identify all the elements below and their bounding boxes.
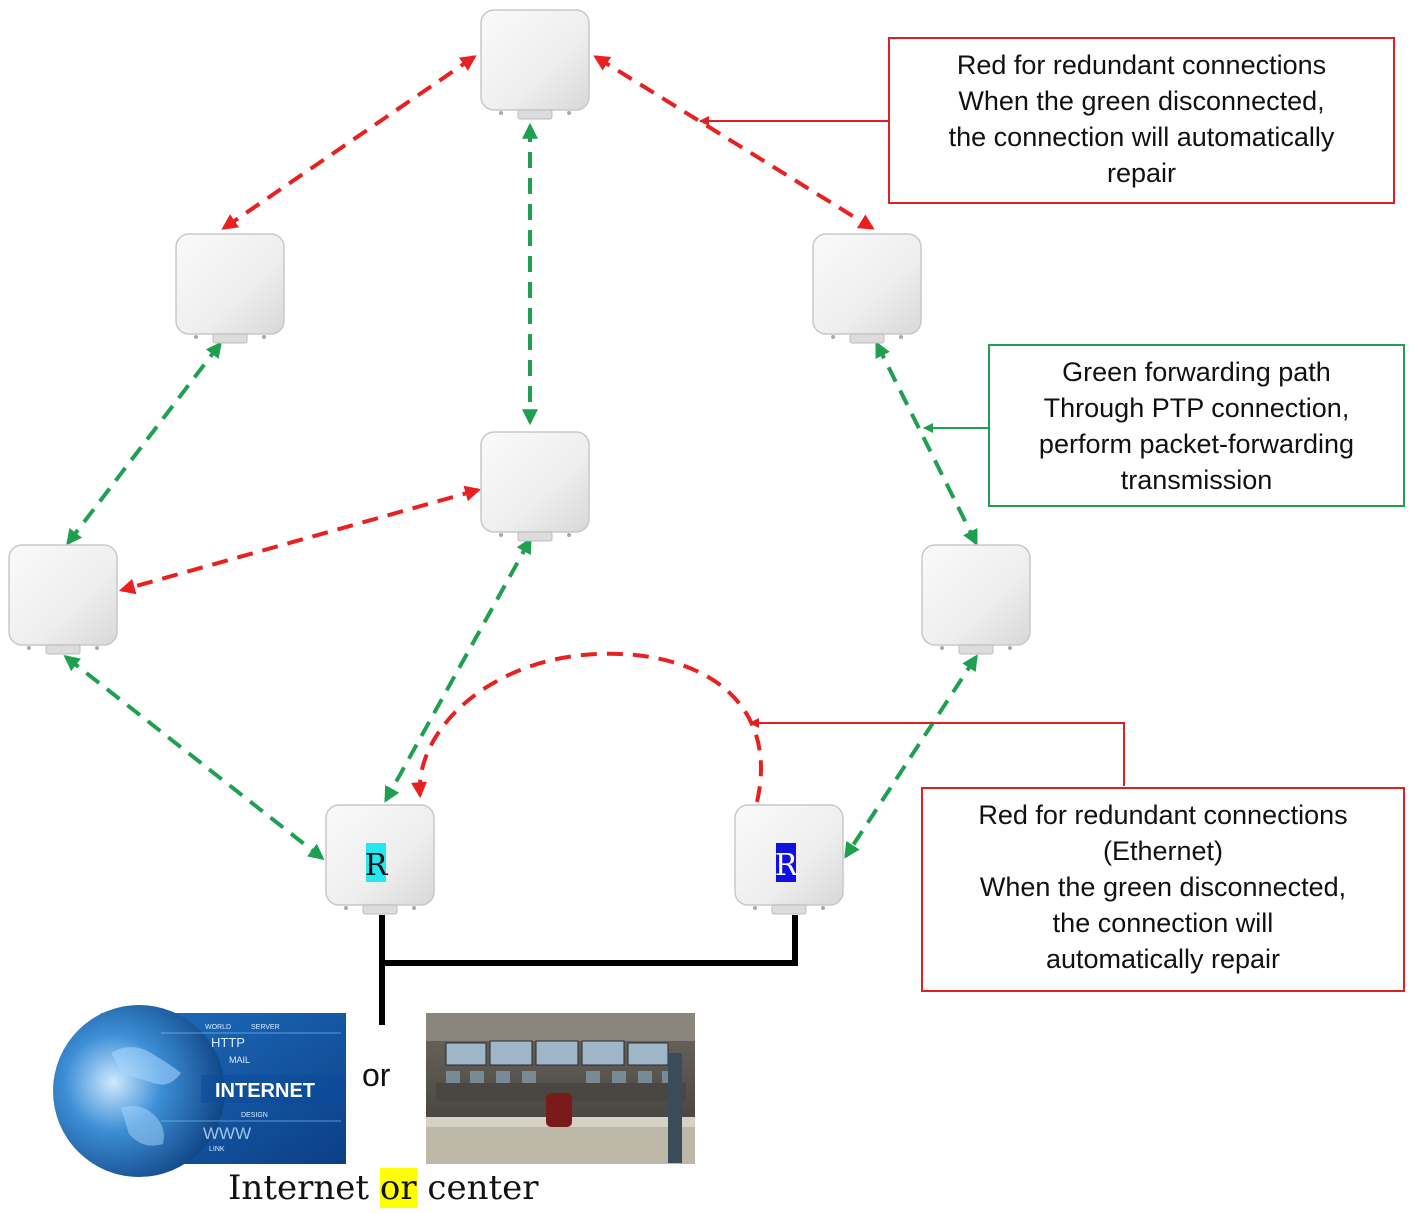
redundant-link-top-left bbox=[221, 55, 477, 230]
device-upper-right bbox=[812, 233, 922, 344]
or-separator: or bbox=[362, 1057, 391, 1093]
svg-text:LINK: LINK bbox=[209, 1146, 225, 1153]
forwarding-link-right-lower bbox=[844, 654, 978, 859]
callout-top-right: Red for redundant connections When the g… bbox=[888, 37, 1395, 204]
footer-internet: Internet bbox=[228, 1168, 370, 1208]
forwarding-link-left-lower bbox=[63, 655, 325, 860]
svg-text:DESIGN: DESIGN bbox=[241, 1112, 268, 1119]
root-label-right: R bbox=[775, 848, 799, 883]
device-root-left: R bbox=[325, 804, 435, 915]
ethernet-connection bbox=[379, 915, 798, 1025]
root-label-left: R bbox=[365, 848, 389, 883]
device-mid-left bbox=[8, 544, 118, 655]
devices: R R bbox=[8, 9, 1031, 915]
forwarding-link-center-lower bbox=[384, 537, 532, 803]
device-upper-left bbox=[175, 233, 285, 344]
redundant-link-mid-left bbox=[118, 485, 482, 595]
device-mid-right bbox=[921, 544, 1031, 655]
forwarding-link-left-upper bbox=[66, 341, 222, 546]
redundant-links bbox=[118, 55, 875, 803]
control-center-image bbox=[426, 1013, 695, 1164]
footer-caption: Internet or center bbox=[228, 1168, 539, 1208]
svg-text:WWW: WWW bbox=[203, 1124, 251, 1143]
device-top bbox=[480, 9, 590, 120]
forwarding-link-right-upper bbox=[875, 341, 978, 546]
redundant-link-ethernet-arc bbox=[411, 651, 763, 803]
svg-text:MAIL: MAIL bbox=[229, 1055, 250, 1065]
svg-text:HTTP: HTTP bbox=[211, 1035, 245, 1050]
footer-center: center bbox=[427, 1168, 539, 1208]
root-badge-left bbox=[366, 843, 386, 882]
internet-image: INTERNET HTTP MAIL WORLD SERVER WWW LINK… bbox=[53, 1005, 346, 1177]
svg-text:WORLD: WORLD bbox=[205, 1024, 231, 1031]
internet-label: INTERNET bbox=[215, 1080, 315, 1102]
root-badge-right bbox=[776, 843, 796, 882]
redundant-link-top-right bbox=[593, 55, 875, 230]
forwarding-links bbox=[63, 122, 978, 860]
globe-icon bbox=[53, 1005, 225, 1177]
device-center bbox=[480, 431, 590, 542]
callout-bottom-right: Red for redundant connections (Ethernet)… bbox=[921, 787, 1405, 992]
callout-pointers bbox=[699, 116, 1125, 786]
svg-text:SERVER: SERVER bbox=[251, 1024, 280, 1031]
pointer-bottom-right bbox=[749, 718, 1125, 786]
footer-or-highlight: or bbox=[379, 1168, 417, 1208]
device-root-right: R bbox=[734, 804, 844, 915]
callout-middle-right: Green forwarding path Through PTP connec… bbox=[988, 344, 1405, 507]
